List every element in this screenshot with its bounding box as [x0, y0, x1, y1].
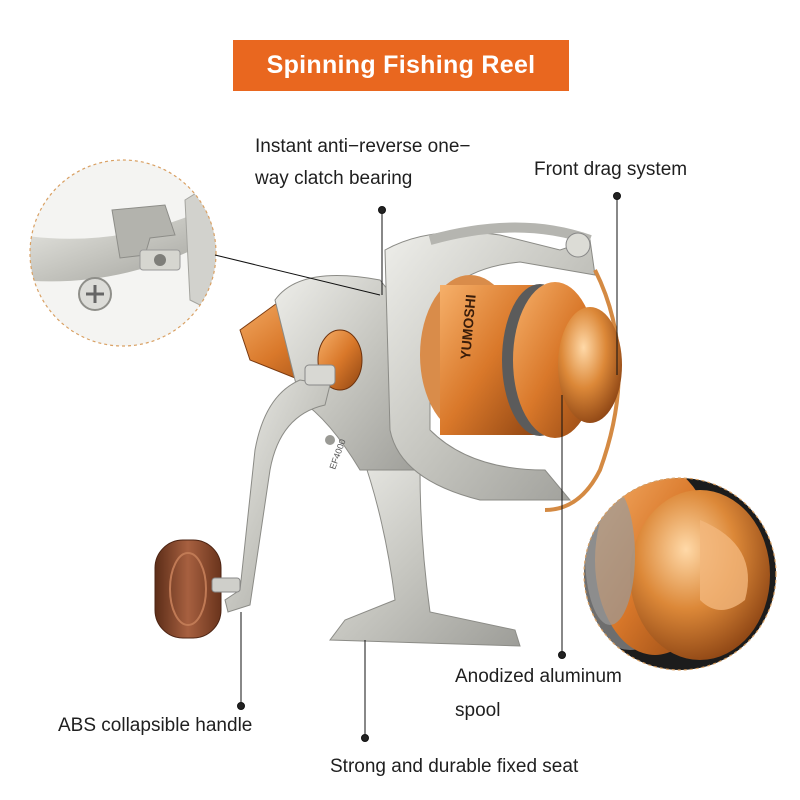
callout-handle: ABS collapsible handle	[58, 715, 253, 736]
spool-leader-dot	[558, 651, 566, 659]
callout-spool-line2: spool	[455, 700, 501, 721]
handle-leader-dot	[237, 702, 245, 710]
callout-front-drag: Front drag system	[534, 159, 688, 180]
page-title: Spinning Fishing Reel	[266, 51, 536, 79]
handle-knob	[154, 539, 222, 639]
handle-arm	[224, 379, 331, 613]
callout-bearing-line2: way clatch bearing	[255, 168, 413, 189]
callout-seat: Strong and durable fixed seat	[330, 756, 579, 777]
title-banner: Spinning Fishing Reel	[233, 40, 569, 91]
inset-leader-line	[214, 254, 381, 296]
reel-seat	[329, 454, 521, 647]
bearing-leader-dot	[378, 206, 386, 214]
callout-spool-line1: Anodized aluminum	[455, 666, 622, 687]
reel-body: YUMOSHI EF4000	[154, 222, 622, 647]
spool-detail-inset	[583, 477, 777, 671]
bearing-detail-inset	[29, 159, 217, 347]
spool-brand-marking: YUMOSHI	[457, 294, 479, 360]
callout-bearing-line1: Instant anti−reverse one−	[255, 136, 471, 157]
callout-lines	[214, 192, 621, 742]
drag-leader-dot	[613, 192, 621, 200]
seat-leader-dot	[361, 734, 369, 742]
